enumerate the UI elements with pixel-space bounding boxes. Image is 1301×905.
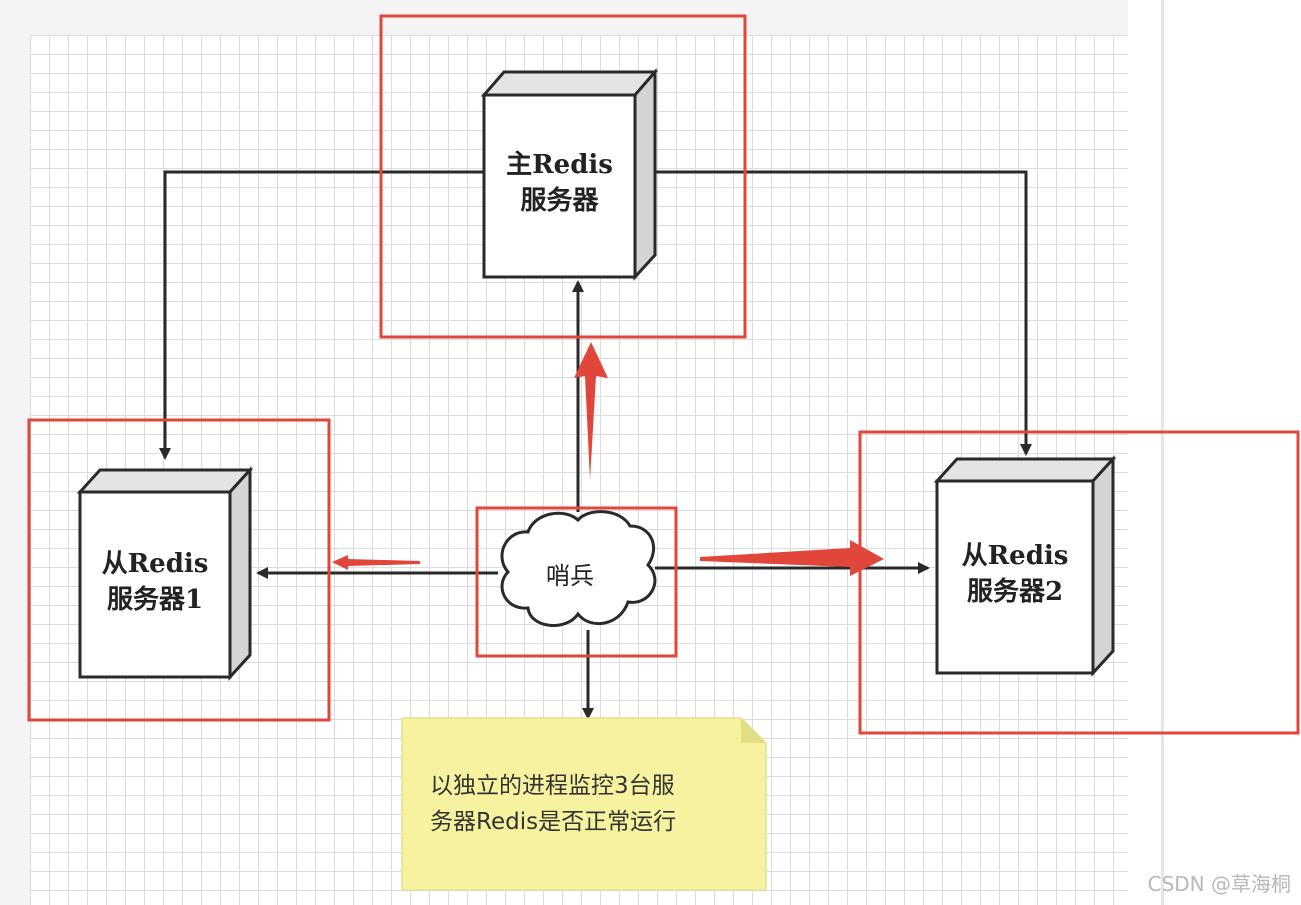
right-gutter xyxy=(1128,0,1301,905)
replication-line-right xyxy=(655,170,1032,456)
note-text-line2: 务器Redis是否正常运行 xyxy=(430,809,677,835)
slave1-server-box[interactable] xyxy=(76,466,254,681)
slave2-server-label-line2: 服务器2 xyxy=(966,577,1064,607)
watermark: CSDN @草海桐 xyxy=(1147,872,1291,896)
red-emphasis-arrow-up xyxy=(574,342,608,480)
red-emphasis-arrow-left xyxy=(332,555,420,570)
highlight-sentinel xyxy=(475,506,678,658)
canvas-edge xyxy=(1161,0,1164,905)
note-text: 以独立的进程监控3台服 务器Redis是否正常运行 xyxy=(430,768,676,840)
sentinel-cloud[interactable] xyxy=(500,510,657,627)
slave2-server-label-line1: 从Redis xyxy=(961,541,1069,571)
replication-line-left xyxy=(159,170,484,460)
highlight-slave1 xyxy=(27,418,331,722)
highlight-master xyxy=(379,14,747,339)
slave2-server-label: 从Redis 服务器2 xyxy=(937,538,1093,610)
red-emphasis-arrow-right xyxy=(700,540,884,576)
slave1-server-label: 从Redis 服务器1 xyxy=(80,546,230,618)
master-server-box[interactable] xyxy=(480,67,659,281)
slave1-server-label-line2: 服务器1 xyxy=(106,585,204,615)
note-sticky xyxy=(401,717,767,891)
master-server-label: 主Redis 服务器 xyxy=(484,147,635,219)
note-text-line1: 以独立的进程监控3台服 xyxy=(430,773,675,799)
master-server-label-line1: 主Redis xyxy=(506,150,613,180)
master-server-label-line2: 服务器 xyxy=(520,186,599,216)
highlight-slave2 xyxy=(858,430,1300,735)
slave2-server-box[interactable] xyxy=(933,455,1117,677)
sentinel-label: 哨兵 xyxy=(546,562,594,590)
slave1-server-label-line1: 从Redis xyxy=(101,549,209,579)
